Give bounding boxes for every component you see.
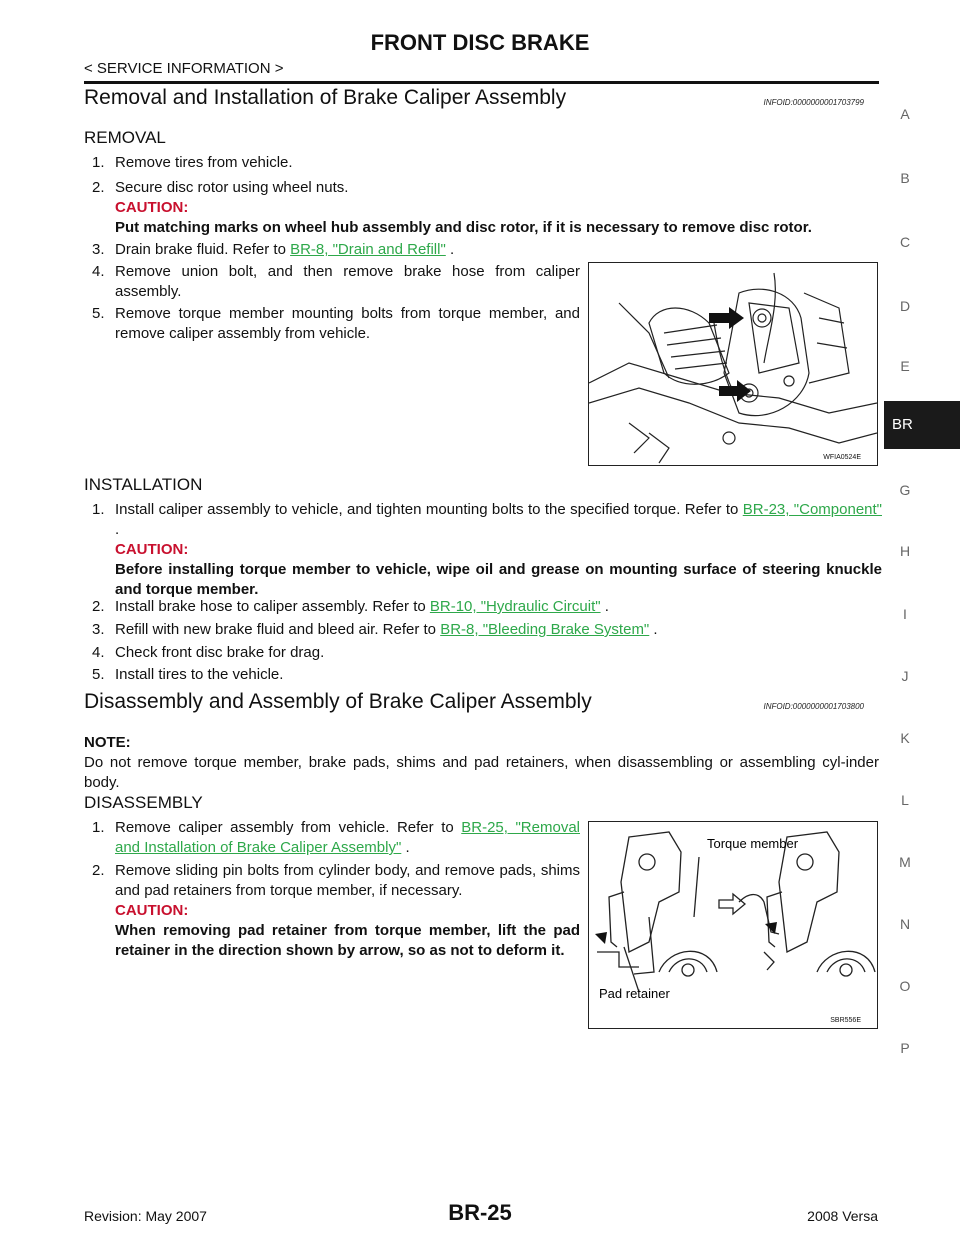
caution-label: CAUTION: bbox=[115, 541, 189, 558]
section-title-removal-installation: Removal and Installation of Brake Calipe… bbox=[84, 86, 567, 109]
link-hydraulic-circuit[interactable]: BR-10, "Hydraulic Circuit" bbox=[429, 598, 601, 615]
installation-step-3: 3. Refill with new brake fluid and bleed… bbox=[92, 621, 658, 638]
index-letter-k[interactable]: K bbox=[900, 730, 910, 746]
removal-step-3: 3. Drain brake fluid. Refer to BR-8, "Dr… bbox=[92, 241, 455, 258]
label-pad-retainer: Pad retainer bbox=[599, 986, 670, 1001]
figure-code: WFIA0524E bbox=[823, 454, 861, 461]
caution-text: Before installing torque member to vehic… bbox=[115, 561, 882, 598]
arrow-icon bbox=[595, 922, 777, 944]
index-letter-g[interactable]: G bbox=[899, 482, 911, 498]
section-title-disassembly-assembly: Disassembly and Assembly of Brake Calipe… bbox=[84, 690, 592, 713]
removal-heading: REMOVAL bbox=[84, 128, 166, 147]
index-letter-d[interactable]: D bbox=[899, 298, 911, 314]
header-divider bbox=[84, 81, 879, 84]
installation-step-2: 2. Install brake hose to caliper assembl… bbox=[92, 598, 609, 615]
arrow-icon bbox=[709, 307, 751, 402]
removal-step-5: 5. Remove torque member mounting bolts f… bbox=[92, 305, 580, 342]
installation-step-1: 1. Install caliper assembly to vehicle, … bbox=[92, 501, 882, 598]
note-text: Do not remove torque member, brake pads,… bbox=[84, 754, 879, 791]
disassembly-step-1: 1. Remove caliper assembly from vehicle.… bbox=[92, 819, 580, 856]
caution-label: CAUTION: bbox=[115, 902, 189, 919]
index-letter-c[interactable]: C bbox=[899, 234, 911, 250]
index-letter-m[interactable]: M bbox=[899, 854, 911, 870]
index-letter-e[interactable]: E bbox=[900, 358, 910, 374]
index-letter-i[interactable]: I bbox=[903, 606, 907, 622]
outline-arrow-icon bbox=[718, 892, 747, 916]
index-tab-br-active[interactable]: BR bbox=[884, 401, 960, 449]
caution-label: CAUTION: bbox=[115, 199, 189, 216]
note-label: NOTE: bbox=[84, 734, 131, 751]
index-letter-l[interactable]: L bbox=[901, 792, 909, 808]
disassembly-step-2: 2. Remove sliding pin bolts from cylinde… bbox=[92, 862, 580, 959]
index-letter-b[interactable]: B bbox=[900, 170, 910, 186]
installation-step-4: 4. Check front disc brake for drag. bbox=[92, 644, 325, 661]
note-block: NOTE: Do not remove torque member, brake… bbox=[84, 733, 879, 793]
link-drain-refill[interactable]: BR-8, "Drain and Refill" bbox=[290, 241, 446, 258]
figure-caliper-removal: WFIA0524E bbox=[588, 262, 878, 466]
page-number: BR-25 bbox=[448, 1200, 512, 1225]
figure-pad-retainer: Torque member Pad retainer SBR556E bbox=[588, 821, 878, 1029]
caliper-illustration bbox=[589, 272, 877, 464]
breadcrumb: < SERVICE INFORMATION > bbox=[84, 60, 284, 77]
link-bleeding-brake-system[interactable]: BR-8, "Bleeding Brake System" bbox=[440, 621, 650, 638]
link-removal-installation[interactable]: BR-25, "Removal and Installation of Brak… bbox=[115, 819, 580, 856]
caution-text: When removing pad retainer from torque m… bbox=[115, 922, 580, 959]
label-torque-member: Torque member bbox=[707, 836, 799, 851]
index-letter-h[interactable]: H bbox=[899, 543, 911, 559]
footer-revision: Revision: May 2007 bbox=[84, 1208, 207, 1224]
link-component[interactable]: BR-23, "Component" bbox=[742, 501, 882, 518]
info-id: INFOID:0000000001703800 bbox=[763, 702, 864, 711]
index-letter-a[interactable]: A bbox=[900, 106, 910, 122]
index-letter-n[interactable]: N bbox=[899, 916, 911, 932]
removal-step-1: 1. Remove tires from vehicle. bbox=[92, 154, 293, 171]
removal-step-2: 2. Secure disc rotor using wheel nuts. C… bbox=[92, 178, 882, 238]
installation-heading: INSTALLATION bbox=[84, 475, 203, 494]
index-letter-o[interactable]: O bbox=[899, 978, 911, 994]
torque-member-illustration: Torque member Pad retainer bbox=[595, 831, 876, 1001]
removal-step-4: 4. Remove union bolt, and then remove br… bbox=[92, 263, 580, 300]
index-letter-j[interactable]: J bbox=[901, 668, 909, 684]
info-id: INFOID:0000000001703799 bbox=[763, 98, 864, 107]
installation-step-5: 5. Install tires to the vehicle. bbox=[92, 666, 284, 683]
footer-model: 2008 Versa bbox=[807, 1208, 878, 1224]
disassembly-heading: DISASSEMBLY bbox=[84, 793, 203, 812]
figure-code: SBR556E bbox=[830, 1017, 861, 1024]
page-title: FRONT DISC BRAKE bbox=[370, 30, 590, 55]
index-letter-p[interactable]: P bbox=[900, 1040, 910, 1056]
caution-text: Put matching marks on wheel hub assembly… bbox=[115, 219, 812, 236]
